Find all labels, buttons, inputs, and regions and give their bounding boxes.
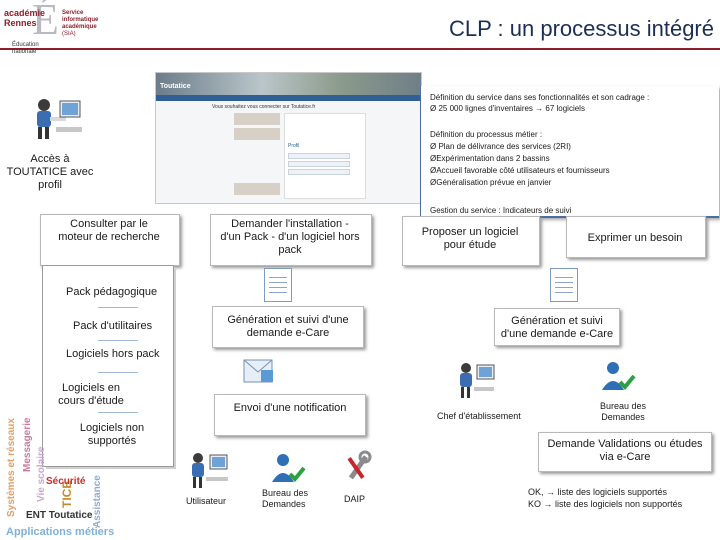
info-line-3: Définition du processus métier : <box>430 130 543 139</box>
chef-user-icon <box>460 363 495 398</box>
access-label: Accès à TOUTATICE avec profil <box>6 153 94 191</box>
propose-label: Proposer un logiciel pour étude <box>421 226 519 251</box>
panel-rule-4 <box>98 412 138 413</box>
screenshot-avatar-1 <box>234 113 280 125</box>
logiciels-non-supportes[interactable]: Logiciels non supportés <box>79 422 145 447</box>
panel-rule-3 <box>98 372 138 373</box>
pack-pedagogique[interactable]: Pack pédagogique <box>66 286 158 298</box>
label-applications-metiers: Applications métiers <box>6 526 115 538</box>
screenshot-avatar-2 <box>234 128 280 140</box>
toutatice-screenshot: Toutatice Vous souhaitez vous connecter … <box>155 72 422 204</box>
label-ent-toutatice: ENT Toutatice <box>26 510 93 521</box>
screenshot-input-2 <box>288 161 350 167</box>
service-line-2: informatique <box>62 17 99 23</box>
logo-e-letter: É <box>32 0 59 44</box>
generation-label-2: Génération et suivi d'une demande e-Care <box>500 315 614 340</box>
page-title: CLP : un processus intégré <box>449 16 714 41</box>
vertical-label-systemes: Systèmes et réseaux <box>6 418 17 517</box>
bureau-demandes-icon <box>272 454 306 482</box>
panel-rule-2 <box>98 340 138 341</box>
demande-label: Demande Validations ou études via e-Care <box>547 438 703 463</box>
screenshot-brand: Toutatice <box>160 83 191 90</box>
service-line-1: Service <box>62 10 84 16</box>
chef-label: Chef d'établissement <box>437 411 521 421</box>
logo-line-1: académie <box>4 8 46 18</box>
document-icon <box>264 268 292 302</box>
title-divider <box>0 48 720 50</box>
generation-box-2[interactable] <box>494 308 620 346</box>
logo-line-2: Rennes <box>4 18 37 28</box>
ok-label: OK, → liste des logiciels supportés <box>528 487 668 497</box>
bureau-label: Bureau des Demandes <box>262 488 309 509</box>
utilisateur-label: Utilisateur <box>186 496 227 506</box>
generation-box-1[interactable] <box>212 306 364 348</box>
utilisateur-icon <box>192 453 228 488</box>
user-computer-icon <box>37 99 82 139</box>
generation-label-1: Génération et suivi d'une demande e-Care <box>227 314 349 339</box>
vertical-label-vie-scolaire: Vie scolaire <box>36 446 47 502</box>
service-line-3: académique <box>62 24 97 30</box>
bureau-right-label: Bureau des Demandes <box>599 401 647 422</box>
logo-line-4: nationale <box>12 49 37 55</box>
info-line-2: Ø 25 000 lignes d'inventaires → 67 logic… <box>430 104 585 113</box>
propose-box[interactable] <box>402 216 540 266</box>
service-line-4: (SIA) <box>62 31 76 37</box>
install-label: Demander l'installation - d'un Pack - d'… <box>220 218 360 256</box>
info-line-1: Définition du service dans ses fonctionn… <box>430 93 650 102</box>
screenshot-headline: Vous souhaitez vous connecter sur Toutat… <box>212 104 316 110</box>
info-line-5: ØExpérimentation dans 2 bassins <box>430 154 550 163</box>
document-icon-right <box>550 268 578 302</box>
academie-logo: É académie Rennes Éducation nationale <box>2 0 60 55</box>
pack-utilitaires[interactable]: Pack d'utilitaires <box>73 320 153 332</box>
logiciels-hors-pack[interactable]: Logiciels hors pack <box>66 348 160 360</box>
info-line-7: ØGénéralisation prévue en janvier <box>430 178 552 187</box>
notification-label: Envoi d'une notification <box>233 402 347 414</box>
panel-rule-1 <box>98 307 138 308</box>
daip-label: DAIP <box>344 494 366 504</box>
service-logo: Service informatique académique (SIA) <box>62 10 102 40</box>
notification-box[interactable] <box>214 394 366 436</box>
info-line-6: ØAccueil favorable côté utilisateurs et … <box>430 166 610 175</box>
vertical-label-assistance: Assistance <box>92 475 103 528</box>
catalogue-panel <box>42 265 174 467</box>
info-line-4: Ø Plan de délivrance des services (2RI) <box>430 142 571 151</box>
bureau-right-icon <box>602 362 636 390</box>
label-securite: Sécurité <box>46 476 86 487</box>
ko-label: KO → liste des logiciels non supportés <box>528 499 683 509</box>
consult-label: Consulter par le moteur de recherche <box>58 218 160 243</box>
vertical-label-messagerie: Messagerie <box>22 417 33 472</box>
screenshot-field-label: Profil <box>288 143 300 149</box>
screenshot-banner <box>156 73 421 95</box>
besoin-box[interactable] <box>566 216 706 258</box>
info-line-8: Gestion du service : Indicateurs de suiv… <box>430 206 572 215</box>
screenshot-input-1 <box>288 153 350 159</box>
install-box[interactable] <box>210 214 372 266</box>
daip-tools-icon <box>347 450 372 480</box>
screenshot-input-3 <box>288 169 350 175</box>
logo-line-3: Éducation <box>12 42 39 48</box>
branding-block: Systèmes et réseaux Messagerie Vie scola… <box>0 400 120 540</box>
screenshot-navbar <box>156 95 421 101</box>
besoin-label: Exprimer un besoin <box>587 232 683 244</box>
screenshot-avatar-3 <box>234 183 280 195</box>
email-icon <box>243 359 273 383</box>
logiciels-en-cours[interactable]: Logiciels en cours d'étude <box>58 382 124 407</box>
demande-box[interactable] <box>538 432 712 472</box>
